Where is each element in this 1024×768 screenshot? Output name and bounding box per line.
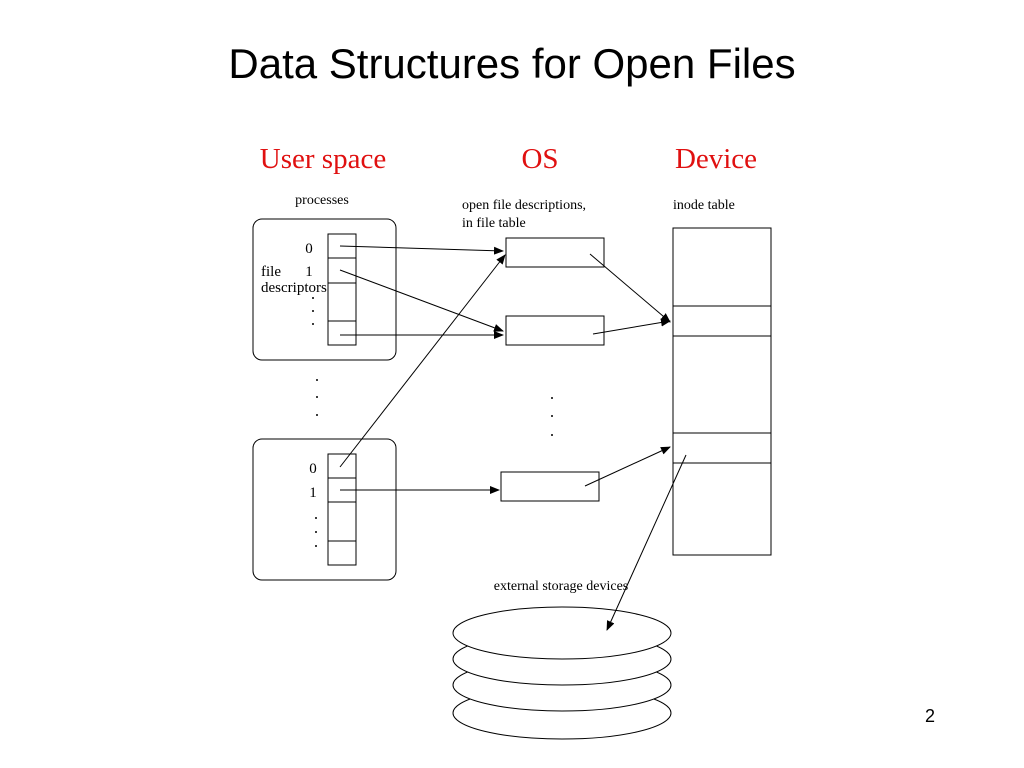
process-1-fd-0: 0 (305, 241, 313, 257)
file-label: file (261, 264, 281, 280)
storage-disk (452, 606, 672, 660)
process-1-ellipsis (312, 297, 314, 325)
processes-label: processes (295, 193, 349, 208)
inode-table (672, 227, 772, 556)
column-header-os: OS (521, 143, 558, 175)
process-1: 0 1 file descriptors (252, 218, 397, 361)
arrow-p1-fd1-to-entry-2 (339, 269, 504, 332)
process-2: 0 1 (252, 438, 397, 581)
process-1-fd-1: 1 (305, 264, 313, 280)
external-storage-label: external storage devices (494, 579, 629, 594)
arrows (339, 245, 687, 631)
arrow-entry-1-to-inode (589, 253, 671, 323)
arrow-entry-3-to-inode (584, 446, 671, 487)
slide-title: Data Structures for Open Files (228, 40, 796, 87)
external-storage-disks (452, 606, 672, 740)
open-file-entry-2 (505, 315, 605, 346)
arrow-entry-2-to-inode (592, 318, 671, 335)
column-header-device: Device (675, 143, 757, 175)
open-file-entry-3 (500, 471, 600, 502)
inode-table-label: inode table (673, 198, 735, 213)
file-table-label: in file table (462, 216, 526, 231)
process-1-fd-table (327, 233, 357, 346)
column-header-user-space: User space (260, 143, 386, 175)
inode-table-box (672, 227, 772, 556)
process-2-fd-table (327, 453, 357, 566)
process-2-ellipsis (315, 517, 317, 547)
arrow-inode-to-storage (606, 454, 687, 631)
arrow-p2-fd0-to-entry-1 (339, 254, 506, 468)
slide-number: 2 (924, 706, 935, 726)
process-ellipsis (316, 379, 318, 416)
process-2-box (252, 438, 397, 581)
open-file-table-ellipsis (551, 397, 553, 436)
process-2-fd-1: 1 (309, 485, 317, 501)
descriptors-label: descriptors (261, 280, 327, 296)
process-2-fd-0: 0 (309, 461, 317, 477)
process-1-box (252, 218, 397, 361)
open-file-descriptions-label: open file descriptions, (462, 198, 586, 213)
open-file-entry-1 (505, 237, 605, 268)
arrow-p1-fd0-to-entry-1 (339, 245, 504, 255)
